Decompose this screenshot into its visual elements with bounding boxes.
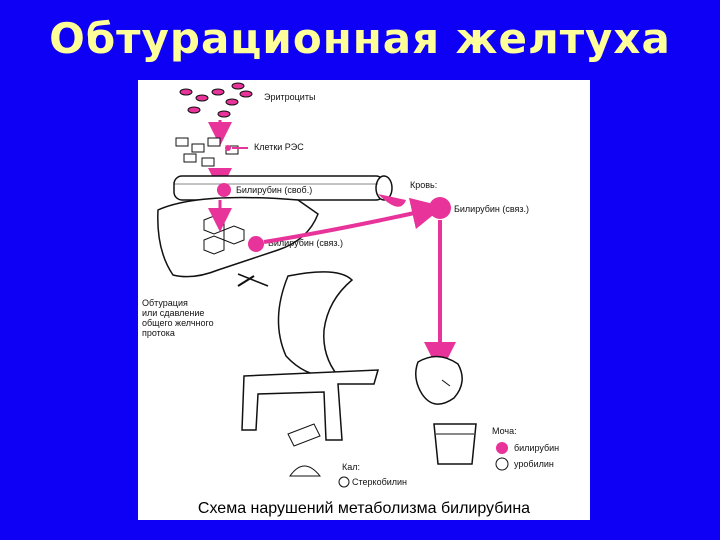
label-urine-bilirubin: билирубин — [514, 443, 559, 453]
colon-shape — [241, 369, 380, 441]
label-feces: Кал: — [342, 462, 360, 472]
bilirubin-bound-blood-marker — [429, 197, 451, 219]
res-cells-cluster — [175, 137, 239, 167]
label-stercobilin: Стеркобилин — [352, 477, 407, 487]
urine-glass — [433, 423, 477, 465]
label-bilirubin-free: Билирубин (своб.) — [236, 185, 312, 195]
label-res-cells: Клетки РЭС — [254, 142, 304, 152]
urine-urobilin-marker — [495, 457, 509, 471]
diagram-panel: Эритроциты Клетки РЭС Билирубин (своб.) … — [138, 80, 590, 520]
stercobilin-marker — [338, 476, 350, 488]
kidney-shape — [415, 355, 463, 405]
label-bilirubin-bound-blood: Билирубин (связ.) — [454, 204, 529, 214]
label-obstruction-4: протока — [142, 328, 175, 338]
slide-caption: Схема нарушений метаболизма билирубина — [197, 500, 531, 517]
label-bilirubin-bound-liver: Билирубин (связ.) — [268, 238, 343, 248]
urine-bilirubin-marker — [496, 442, 508, 454]
bilirubin-bound-liver-marker — [248, 236, 264, 252]
label-obstruction-1: Обтурация — [142, 298, 188, 308]
rectum-shape — [287, 423, 321, 447]
common-bile-duct — [237, 273, 269, 287]
label-urine-urobilin: уробилин — [514, 459, 554, 469]
bilirubin-free-marker — [217, 183, 231, 197]
feces-pile — [289, 465, 322, 477]
label-erythrocytes: Эритроциты — [264, 92, 315, 102]
ureter — [441, 379, 451, 387]
erythrocytes-cluster — [179, 82, 253, 118]
obstruction-mark — [237, 275, 255, 287]
label-blood: Кровь: — [410, 180, 437, 190]
label-urine: Моча: — [492, 426, 517, 436]
liver-shape — [157, 196, 319, 278]
res-cells-marker — [225, 145, 231, 151]
bilirubin-metabolism-diagram: Эритроциты Клетки РЭС Билирубин (своб.) … — [142, 82, 559, 488]
blood-drop — [378, 194, 406, 207]
label-obstruction-3: общего желчного — [142, 318, 214, 328]
label-obstruction-2: или сдавление — [142, 308, 204, 318]
arrow-liver-to-blood — [263, 197, 444, 244]
slide-title: Обтурационная желтуха — [49, 14, 671, 63]
duodenum-shape — [277, 271, 354, 378]
